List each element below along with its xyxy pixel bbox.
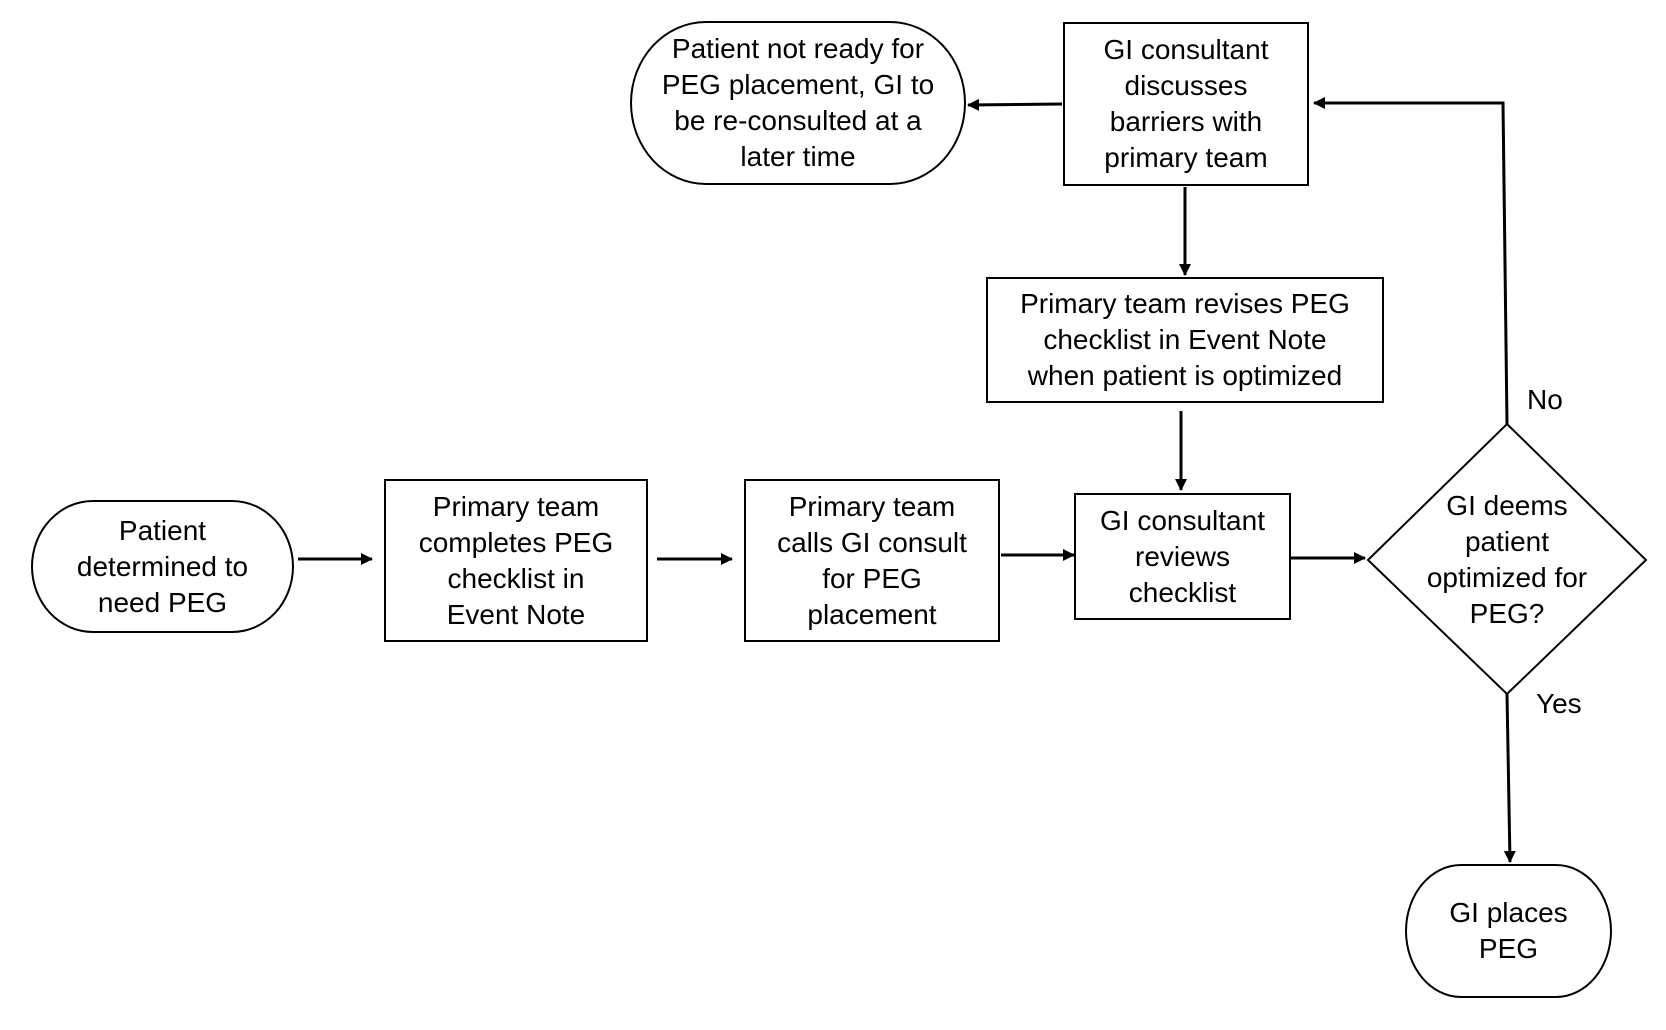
not-ready-terminal: Patient not ready for PEG placement, GI …	[630, 21, 966, 185]
no-label: No	[1527, 384, 1563, 415]
revises-checklist-box: Primary team revises PEG checklist in Ev…	[986, 277, 1384, 403]
discusses-barriers-box: GI consultant discusses barriers with pr…	[1063, 22, 1309, 186]
places-peg-terminal: GI places PEG	[1405, 864, 1612, 998]
arrow-decision-no-to-discusses	[1313, 97, 1509, 425]
yes-label: Yes	[1536, 688, 1582, 719]
arrow-discusses-to-not-ready	[967, 98, 1063, 111]
decision-label: GI deems patient optimized for PEG?	[1426, 490, 1588, 629]
reviews-checklist-box: GI consultant reviews checklist	[1074, 493, 1291, 620]
arrow-decision-yes-to-places	[1503, 693, 1516, 863]
calls-consult-box: Primary team calls GI consult for PEG pl…	[744, 479, 1000, 642]
start-terminal: Patient determined to need PEG	[31, 500, 294, 633]
completes-checklist-box: Primary team completes PEG checklist in …	[384, 479, 648, 642]
